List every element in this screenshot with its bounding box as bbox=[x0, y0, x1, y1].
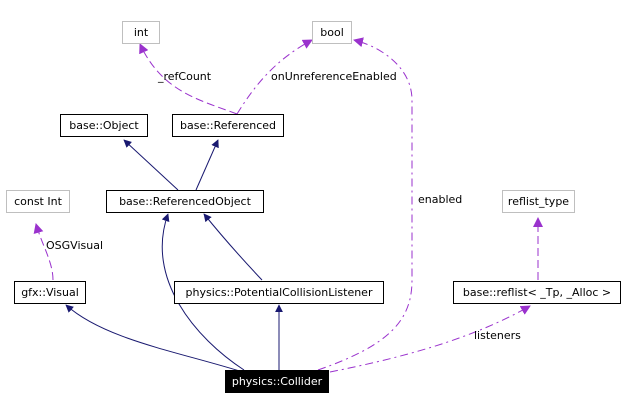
node-physics-collider: physics::Collider bbox=[225, 370, 329, 393]
node-bool: bool bbox=[312, 21, 352, 44]
node-base-referenced[interactable]: base::Referenced bbox=[172, 114, 284, 137]
inherit-edge-collider-to-visual bbox=[65, 304, 247, 374]
inherit-edge-referenced-object-to-object bbox=[123, 139, 179, 191]
inherit-edge-collision-listener-to-referenced-object bbox=[203, 213, 263, 281]
usage-edge-referenced-to-int bbox=[139, 43, 238, 115]
node-reflist-type: reflist_type bbox=[502, 190, 575, 213]
edge-label-osg-visual: OSGVisual bbox=[46, 239, 103, 252]
edge-label-ref-count: _refCount bbox=[157, 70, 212, 83]
node-base-object[interactable]: base::Object bbox=[60, 114, 148, 137]
node-base-referenced-object[interactable]: base::ReferencedObject bbox=[106, 190, 264, 213]
node-int: int bbox=[122, 21, 160, 44]
node-physics-potential-collision-listener[interactable]: physics::PotentialCollisionListener bbox=[174, 281, 384, 304]
usage-edge-collider-to-reflist bbox=[329, 305, 531, 373]
node-const-int: const Int bbox=[6, 190, 70, 213]
inherit-edge-referenced-object-to-referenced bbox=[195, 139, 219, 191]
node-base-reflist[interactable]: base::reflist< _Tp, _Alloc > bbox=[453, 281, 621, 304]
node-gfx-visual[interactable]: gfx::Visual bbox=[14, 281, 86, 304]
usage-edge-collider-to-bool bbox=[317, 37, 413, 371]
edge-label-on-unreference-enabled: onUnreferenceEnabled bbox=[271, 70, 397, 83]
edge-label-enabled: enabled bbox=[418, 193, 462, 206]
usage-edge-referenced-to-bool bbox=[236, 39, 313, 115]
usage-edge-visual-to-const-int bbox=[33, 223, 54, 281]
edge-label-listeners: listeners bbox=[474, 329, 521, 342]
